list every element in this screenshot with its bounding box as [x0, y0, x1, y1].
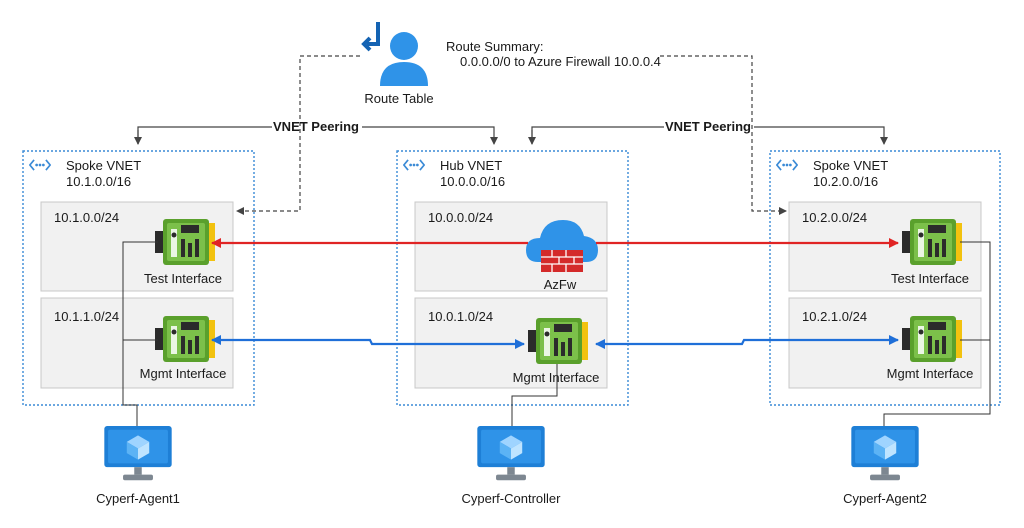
hub-mgmt-interface-label: Mgmt Interface: [513, 370, 600, 385]
vm-icon: [104, 426, 172, 481]
spoke1-test-interface-label: Test Interface: [144, 271, 222, 286]
nic-icon: [528, 318, 588, 364]
hub-name: Hub VNET: [440, 158, 502, 173]
spoke1-name: Spoke VNET: [66, 158, 141, 173]
spoke1-subnet-test-cidr: 10.1.0.0/24: [54, 210, 119, 225]
hub-subnet-firewall-cidr: 10.0.0.0/24: [428, 210, 493, 225]
spoke-vnet-1: Spoke VNET 10.1.0.0/16 10.1.0.0/24 Test …: [22, 150, 255, 406]
agent2-label: Cyperf-Agent2: [843, 491, 927, 506]
hub-cidr: 10.0.0.0/16: [440, 174, 505, 189]
vnet-peering-right: VNET Peering: [528, 119, 888, 145]
spoke2-test-interface-label: Test Interface: [891, 271, 969, 286]
vm-icon: [851, 426, 919, 481]
vnet-icon: [403, 159, 425, 171]
vnet-icon: [776, 159, 798, 171]
spoke1-mgmt-interface-label: Mgmt Interface: [140, 366, 227, 381]
route-table: Route Table Route Summary: 0.0.0.0/0 to …: [361, 22, 661, 106]
vnet-peering-right-label: VNET Peering: [665, 119, 751, 134]
spoke2-subnet-test-cidr: 10.2.0.0/24: [802, 210, 867, 225]
spoke2-mgmt-interface-label: Mgmt Interface: [887, 366, 974, 381]
route-table-label: Route Table: [364, 91, 433, 106]
vnet-peering-left: VNET Peering: [134, 119, 498, 145]
cyperf-agent1: Cyperf-Agent1: [96, 426, 180, 506]
vm-icon: [477, 426, 545, 481]
route-association-right: [660, 55, 787, 215]
spoke1-cidr: 10.1.0.0/16: [66, 174, 131, 189]
cyperf-controller: Cyperf-Controller: [462, 426, 562, 506]
spoke2-name: Spoke VNET: [813, 158, 888, 173]
route-summary-line: 0.0.0.0/0 to Azure Firewall 10.0.0.4: [460, 54, 661, 69]
route-association-left: [236, 55, 360, 215]
nic-icon: [902, 219, 962, 265]
agent1-links: [122, 241, 158, 428]
vnet-peering-left-label: VNET Peering: [273, 119, 359, 134]
hub-vnet: Hub VNET 10.0.0.0/16 10.0.0.0/24 AzFw 10…: [396, 150, 629, 406]
agent1-label: Cyperf-Agent1: [96, 491, 180, 506]
firewall-icon: [526, 220, 598, 272]
spoke2-cidr: 10.2.0.0/16: [813, 174, 878, 189]
nic-icon: [155, 316, 215, 362]
route-summary-title: Route Summary:: [446, 39, 544, 54]
route-table-icon: [361, 22, 428, 86]
hub-subnet-mgmt-cidr: 10.0.1.0/24: [428, 309, 493, 324]
vnet-icon: [29, 159, 51, 171]
nic-icon: [155, 219, 215, 265]
agent2-links: [883, 241, 991, 428]
spoke2-subnet-mgmt-cidr: 10.2.1.0/24: [802, 309, 867, 324]
azfw-label: AzFw: [544, 277, 577, 292]
nic-icon: [902, 316, 962, 362]
mgmt-traffic-path: [211, 335, 899, 349]
controller-label: Cyperf-Controller: [462, 491, 562, 506]
spoke1-subnet-mgmt-cidr: 10.1.1.0/24: [54, 309, 119, 324]
cyperf-agent2: Cyperf-Agent2: [843, 426, 927, 506]
controller-link: [511, 364, 558, 428]
spoke-vnet-2: Spoke VNET 10.2.0.0/16 10.2.0.0/24 Test …: [769, 150, 1001, 406]
